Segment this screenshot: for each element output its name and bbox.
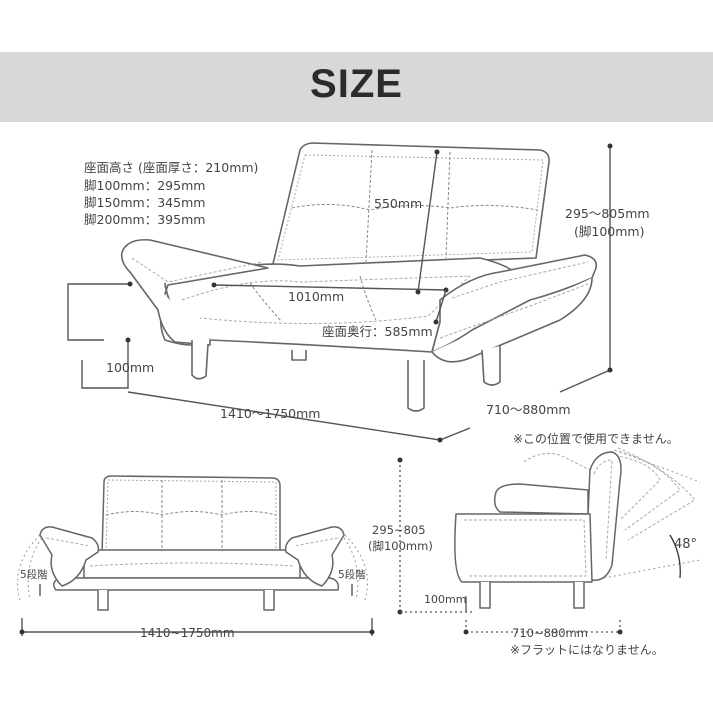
side-dimension-lines xyxy=(397,457,623,635)
total-width-label: 1410〜1750mm xyxy=(220,406,320,421)
seat-depth-label: 座面奥行：585mm xyxy=(322,324,433,339)
front-right-steps: 5段階 xyxy=(338,568,366,581)
front-sofa-drawing xyxy=(17,475,368,611)
total-height-label: 295〜805mm xyxy=(565,206,650,221)
side-depth-label: 710~880mm xyxy=(512,626,588,640)
front-total-width: 1410~1750mm xyxy=(140,626,235,640)
seat-width-label: 1010mm xyxy=(288,289,344,304)
title-banner: SIZE xyxy=(0,52,713,122)
side-leg-height: 100mm xyxy=(424,593,466,606)
side-height-note: (脚100mm) xyxy=(368,539,433,553)
side-sofa-drawing xyxy=(454,447,701,609)
leg-height-label: 100mm xyxy=(106,360,154,375)
front-left-steps: 5段階 xyxy=(20,568,48,581)
recline-angle: 48° xyxy=(674,537,697,552)
side-position-note: ※この位置で使用できません。 xyxy=(513,431,679,446)
side-height-label: 295~805 xyxy=(372,523,426,537)
back-height-label: 550mm xyxy=(374,196,422,211)
seat-height-leg100: 脚100mm：295mm xyxy=(84,178,205,193)
side-flat-note: ※フラットにはなりません。 xyxy=(510,643,664,657)
total-depth-label: 710〜880mm xyxy=(486,402,571,417)
main-dimension-lines xyxy=(67,143,613,443)
main-sofa-drawing xyxy=(120,142,598,412)
total-height-note: (脚100mm) xyxy=(574,224,644,239)
seat-height-leg150: 脚150mm：345mm xyxy=(84,195,205,210)
seat-height-leg200: 脚200mm：395mm xyxy=(84,212,205,227)
page-title: SIZE xyxy=(310,62,403,106)
front-dimension-lines xyxy=(19,584,375,636)
seat-height-heading: 座面高さ (座面厚さ：210mm) xyxy=(84,160,258,175)
